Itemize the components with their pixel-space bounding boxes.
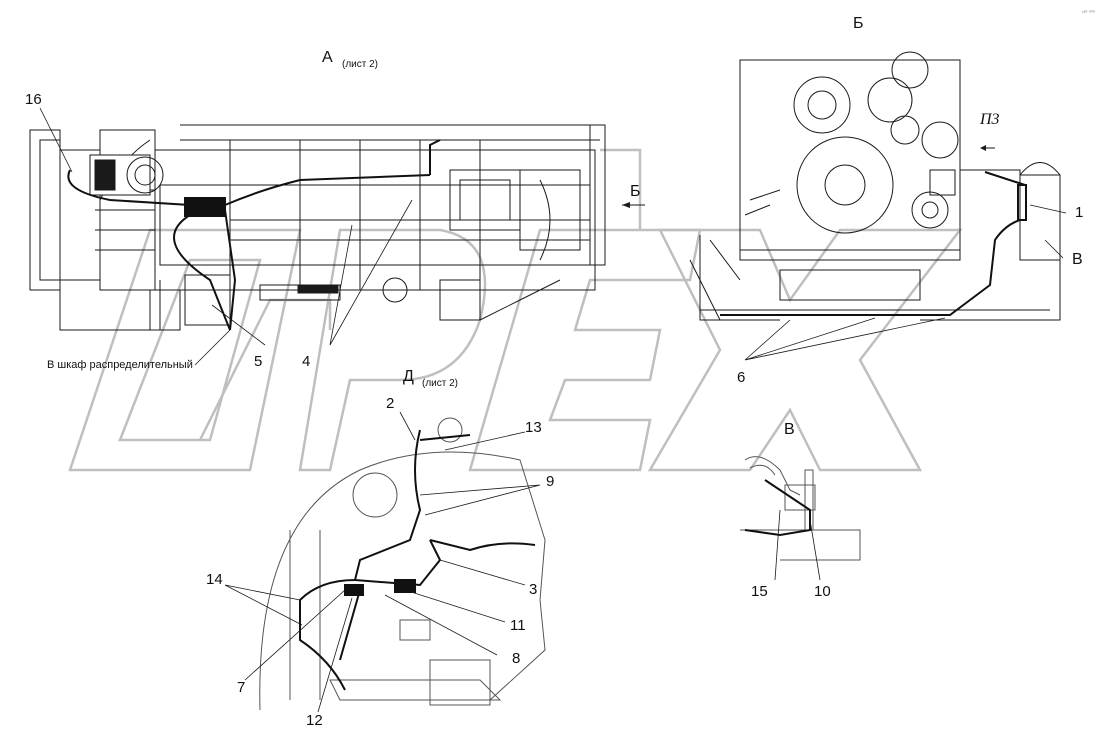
callout-1: 1	[1075, 204, 1084, 221]
callout-4: 4	[302, 353, 311, 370]
cable-harness-front	[720, 171, 1027, 316]
pz-label: П3	[980, 111, 1000, 128]
callout-5: 5	[254, 353, 263, 370]
view-b-letter: Б	[853, 15, 864, 32]
view-a-letter: А	[322, 49, 333, 66]
cabinet-note: В шкаф распределительный	[47, 359, 193, 371]
callout-15: 15	[751, 583, 768, 600]
callout-6: 6	[737, 369, 746, 386]
cable-harness-side	[67, 139, 441, 331]
cable-harness-detail	[299, 429, 536, 691]
callout-7: 7	[237, 679, 246, 696]
view-a-sheet: (лист 2)	[342, 59, 379, 70]
view-d-sheet: (лист 2)	[422, 378, 459, 389]
callout-13: 13	[525, 419, 542, 436]
corner-mark: ¹³⁰ ⁰⁰⁰	[1082, 10, 1095, 16]
cable-detail-v	[744, 479, 811, 537]
detail-v-view	[740, 456, 861, 561]
view-d-letter: Д	[403, 368, 414, 385]
detail-d-view	[259, 417, 546, 711]
callout-12: 12	[306, 712, 323, 729]
callout-11: 11	[510, 617, 526, 634]
callout-9: 9	[546, 473, 555, 490]
view-b-arrow-letter: Б	[630, 183, 641, 200]
callout-8: 8	[512, 650, 521, 667]
engine-side-view	[29, 124, 606, 331]
callout-2: 2	[386, 395, 395, 412]
view-arrow-b	[622, 145, 995, 208]
engine-front-view	[689, 51, 1061, 321]
callout-14: 14	[206, 571, 223, 588]
view-v-letter-detail: В	[784, 421, 795, 438]
leader-lines	[39, 107, 1067, 713]
callout-3: 3	[529, 581, 538, 598]
view-v-letter-right: В	[1072, 251, 1083, 268]
callout-16: 16	[25, 91, 42, 108]
callout-10: 10	[814, 583, 831, 600]
